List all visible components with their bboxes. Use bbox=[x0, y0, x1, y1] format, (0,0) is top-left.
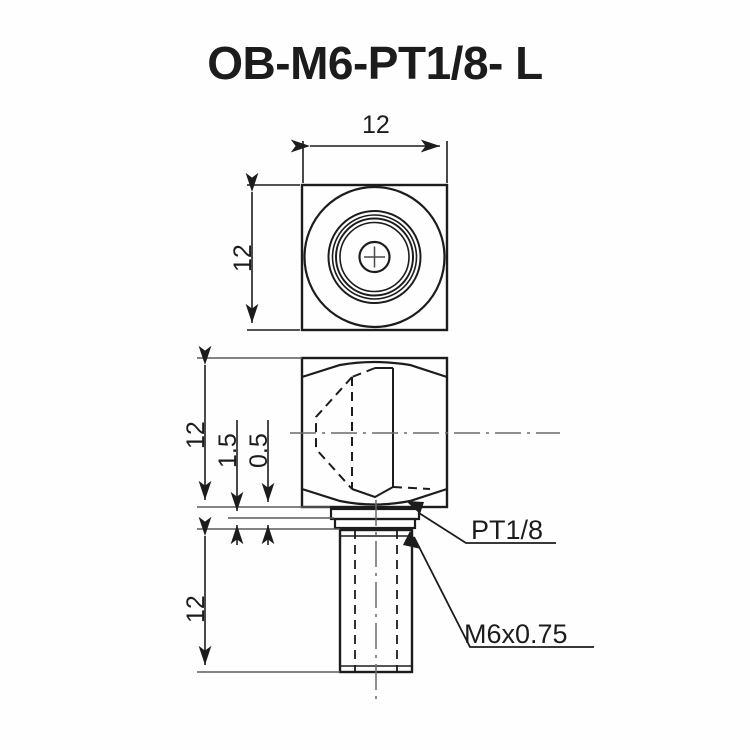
dim-label-top-width: 12 bbox=[362, 111, 390, 139]
leader-pt18-arrowhead bbox=[406, 501, 424, 514]
dim-label-neck-1: 1.5 bbox=[214, 433, 242, 468]
neck-collar-upper bbox=[329, 507, 421, 521]
top-view-circle-3 bbox=[331, 214, 418, 300]
body-top-chamfer bbox=[301, 360, 448, 379]
top-view-circle-center bbox=[358, 240, 391, 274]
dim-label-body-height: 12 bbox=[182, 421, 210, 449]
leader-m6 bbox=[413, 536, 594, 648]
dim-label-top-height: 12 bbox=[229, 244, 257, 272]
neck-collar-lower bbox=[333, 517, 417, 530]
top-view-circle-1 bbox=[339, 221, 410, 293]
page-title: OB-M6-PT1/8- L bbox=[207, 37, 543, 89]
leader-m6-arrowhead bbox=[403, 531, 421, 549]
top-view-circle-outer bbox=[303, 185, 446, 329]
dim-label-neck-2: 0.5 bbox=[245, 433, 273, 468]
annotation-pt18: PT1/8 bbox=[471, 515, 544, 545]
hidden-cone bbox=[315, 376, 353, 490]
top-view-circle-4 bbox=[327, 210, 422, 304]
top-view-circle-2 bbox=[335, 217, 414, 297]
side-view bbox=[197, 345, 594, 700]
annotation-m6: M6x0.75 bbox=[464, 619, 568, 649]
top-view-square bbox=[300, 183, 449, 332]
hidden-top-link bbox=[351, 367, 376, 378]
hidden-bottom-link bbox=[392, 486, 431, 490]
top-view bbox=[245, 139, 449, 332]
dim-label-shaft-length: 12 bbox=[182, 595, 210, 623]
leader-pt18 bbox=[418, 512, 556, 544]
inner-wall-bottom bbox=[351, 486, 394, 499]
